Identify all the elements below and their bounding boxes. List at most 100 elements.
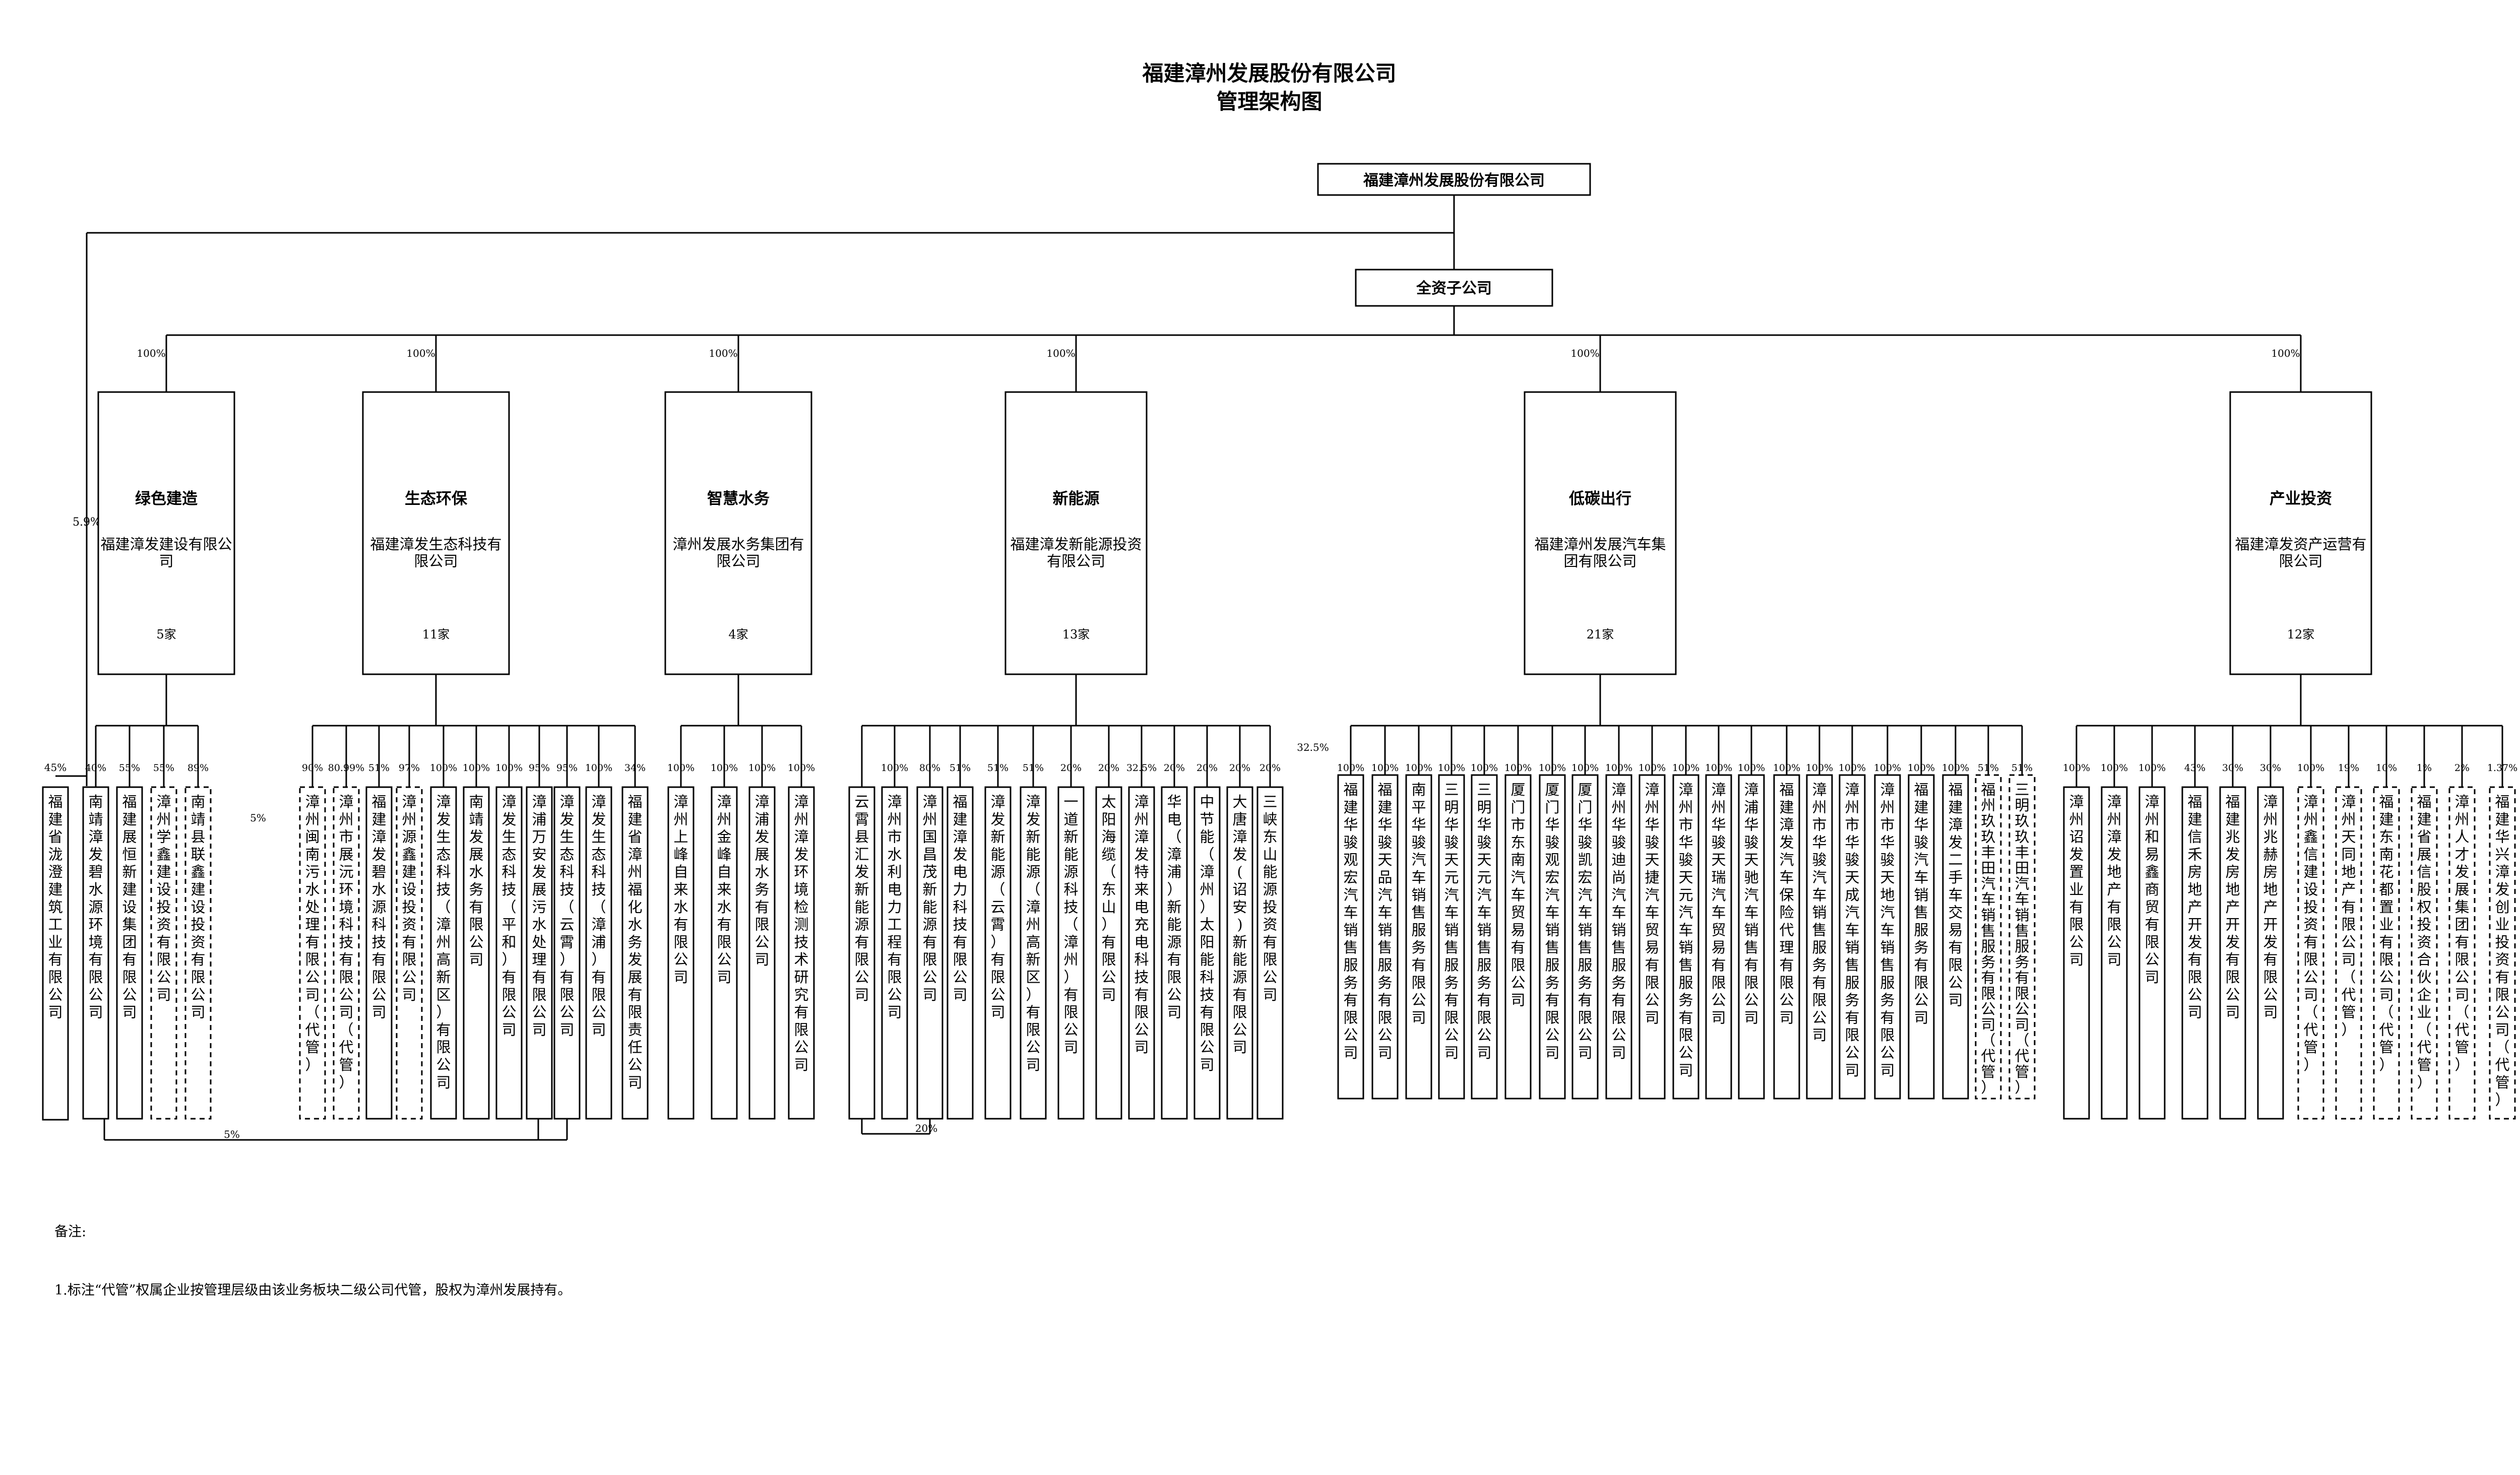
segment-count-3: 13家 <box>1062 627 1090 642</box>
child-company-name: 三峡东山能源投资有限公司 <box>1263 793 1277 1003</box>
direct-company-box <box>42 786 69 1121</box>
child-company-name: 漳州源鑫建设投资有限公司 <box>402 793 416 1003</box>
child-pct: 19% <box>2338 762 2359 774</box>
child-company-box <box>667 786 695 1120</box>
child-company-name: 漳州市水利电力工程有限公司 <box>887 793 902 1021</box>
child-company-name: 漳州国昌茂新能源有限公司 <box>922 793 937 1003</box>
segment-box-4 <box>1524 391 1677 675</box>
segment-count-2: 4家 <box>728 627 748 642</box>
child-company-name: 漳州市华骏天地汽车销售服务有限公司 <box>1880 781 1895 1079</box>
child-company-name: 云霄县汇发新能源有限公司 <box>854 793 869 1003</box>
child-pct: 100% <box>2138 762 2166 774</box>
child-company-name: 漳发生态科技（云霄）有限公司 <box>559 793 574 1038</box>
child-pct: 51% <box>987 762 1009 774</box>
segment-title-1: 生态环保 <box>405 490 468 508</box>
child-company-name: 厦门市东南汽车贸易有限公司 <box>1510 781 1525 1009</box>
child-company-name: 福建华骏观宏汽车销售服务有限公司 <box>1343 781 1358 1061</box>
child-company-box <box>365 786 393 1120</box>
child-company-name: 福建省展信股权投资合伙企业（代管） <box>2417 793 2431 1091</box>
child-company-name: 福建漳发碧水源科技有限公司 <box>371 793 386 1021</box>
child-pct: 20% <box>1098 762 1119 774</box>
segment-title-2: 智慧水务 <box>707 490 770 508</box>
child-company-name: 漳发生态科技（漳浦）有限公司 <box>591 793 606 1038</box>
child-company-box <box>1874 774 1901 1100</box>
segment-company-4: 福建漳州发展汽车集团有限公司 <box>1534 536 1666 569</box>
direct-pct: 45% <box>44 761 67 774</box>
child-company-name: 漳浦华骏天驰汽车销售有限公司 <box>1744 781 1758 1026</box>
child-company-name: 漳州人才发展集团有限公司（代管） <box>2454 793 2469 1073</box>
direct-company-name: 福建省泷澄建筑工业有限公司 <box>48 793 62 1021</box>
child-pct: 100% <box>667 762 695 774</box>
child-company-box <box>2138 786 2166 1120</box>
child-company-name: 漳州鑫信建设投资有限公司（代管） <box>2303 793 2318 1073</box>
child-pct: 20% <box>1259 762 1281 774</box>
segment-box-5 <box>2229 391 2372 675</box>
child-company-name: 华电（漳浦）新能源有限公司 <box>1167 793 1181 1021</box>
child-pct: 95% <box>529 762 550 774</box>
child-company-name: 漳发新能源（云霄）有限公司 <box>990 793 1005 1021</box>
child-pct: 100% <box>1705 762 1732 774</box>
child-pct: 100% <box>1571 762 1599 774</box>
child-company-box <box>2335 786 2362 1120</box>
child-company-name: 漳浦万安发展污水处理有限公司 <box>532 793 546 1038</box>
child-pct: 90% <box>302 762 323 774</box>
child-pct: 55% <box>119 762 140 774</box>
child-company-name: 漳州漳发地产有限公司 <box>2107 793 2121 968</box>
child-pct: 100% <box>1908 762 1935 774</box>
child-company-name: 南平华骏汽车销售服务有限公司 <box>1411 781 1426 1026</box>
child-company-box <box>1337 774 1364 1100</box>
child-company-box <box>1942 774 1969 1100</box>
child-company-name: 南靖漳发碧水源环境有限公司 <box>88 793 103 1021</box>
child-company-box <box>1975 774 2002 1100</box>
child-company-name: 一道新能源科技（漳州）有限公司 <box>1063 793 1078 1056</box>
child-company-box <box>916 786 943 1120</box>
child-company-box <box>1504 774 1532 1100</box>
child-company-box <box>1539 774 1566 1100</box>
child-company-name: 福建漳发电力科技有限公司 <box>953 793 967 1003</box>
child-company-name: 漳州金峰自来水有限公司 <box>717 793 731 986</box>
child-company-box <box>333 786 360 1120</box>
segment-company-3: 福建漳发新能源投资有限公司 <box>1010 536 1142 569</box>
child-pct: 100% <box>1438 762 1465 774</box>
child-pct: 100% <box>1672 762 1699 774</box>
child-pct: 30% <box>2260 762 2281 774</box>
segment-pct-3: 100% <box>1046 347 1075 359</box>
child-company-box <box>2101 786 2128 1120</box>
child-pct: 55% <box>153 762 174 774</box>
child-company-name: 漳州学鑫建设投资有限公司 <box>156 793 171 1003</box>
segment-title-4: 低碳出行 <box>1568 490 1631 508</box>
child-pct: 100% <box>1471 762 1498 774</box>
child-pct: 100% <box>1839 762 1866 774</box>
child-company-box <box>1405 774 1432 1100</box>
child-company-name: 漳州闽南污水处理有限公司（代管） <box>305 793 320 1073</box>
child-company-box <box>1256 786 1284 1120</box>
child-company-name: 漳州市华骏天元汽车销售服务有限公司 <box>1678 781 1693 1079</box>
segment-company-1: 福建漳发生态科技有限公司 <box>370 536 501 569</box>
child-pct: 97% <box>399 762 420 774</box>
segment-company-2: 漳州发展水务集团有限公司 <box>672 536 804 569</box>
child-pct: 100% <box>881 762 908 774</box>
child-pct: 95% <box>556 762 578 774</box>
child-company-box <box>1908 774 1935 1100</box>
child-pct: 100% <box>495 762 523 774</box>
child-company-box <box>1605 774 1632 1100</box>
child-pct: 100% <box>1504 762 1532 774</box>
child-company-name: 福建信禾房地产开发有限公司 <box>2187 793 2202 1021</box>
segment-pct-5: 100% <box>2271 347 2300 359</box>
child-company-box <box>1057 786 1085 1120</box>
segment-company-0: 福建漳发建设有限公司 <box>100 536 232 569</box>
child-pct: 100% <box>1773 762 1800 774</box>
child-pct: 100% <box>2063 762 2090 774</box>
child-company-box <box>585 786 612 1120</box>
child-pct: 51% <box>368 762 390 774</box>
child-company-box <box>1839 774 1866 1100</box>
child-company-name: 大唐漳发(诏安)新能源有限公司 <box>1232 793 1247 1056</box>
child-company-box <box>463 786 490 1120</box>
segment-pct-1: 100% <box>406 347 435 359</box>
child-company-name: 漳州诏发置业有限公司 <box>2069 793 2084 968</box>
child-pct: 100% <box>1539 762 1566 774</box>
subsidiary-box <box>1355 269 1553 307</box>
segment-count-4: 21家 <box>1587 627 1614 642</box>
child-pct: 100% <box>2297 762 2324 774</box>
